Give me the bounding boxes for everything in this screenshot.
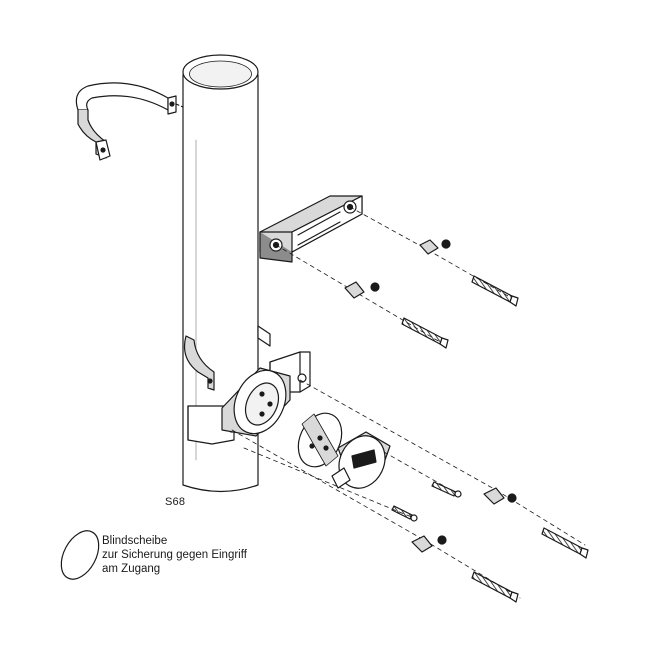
part-code-label: S68	[165, 496, 186, 508]
lower-screw-2	[391, 505, 418, 522]
upper-pipe-clamp-strap	[75, 82, 184, 161]
mast-pipe	[182, 54, 259, 493]
lower-nut-2	[411, 535, 447, 553]
lower-bolt-1	[541, 527, 589, 559]
upper-nut-1	[419, 239, 451, 255]
legend-line-3: am Zugang	[102, 563, 161, 575]
legend-line-2: zur Sicherung gegen Eingriff	[102, 549, 247, 561]
upper-clamp-block	[259, 195, 363, 263]
legend-blind-disc-symbol	[60, 530, 100, 580]
lower-bolt-2	[471, 571, 519, 603]
legend-line-1: Blindscheibe	[102, 535, 168, 547]
lower-nut-1	[483, 487, 517, 505]
lock-cover	[331, 431, 391, 489]
legend-text: Blindscheibe zur Sicherung gegen Eingrif…	[102, 534, 247, 576]
lower-screw-1	[431, 481, 462, 498]
upper-nut-2	[344, 281, 380, 299]
lower-housing-ring	[221, 367, 291, 437]
upper-bolt-1	[471, 275, 519, 307]
upper-bolt-2	[401, 317, 449, 349]
lower-pipe-clamp-strap	[183, 325, 271, 391]
lower-guide-lines	[231, 379, 586, 599]
blind-disc	[297, 412, 343, 468]
